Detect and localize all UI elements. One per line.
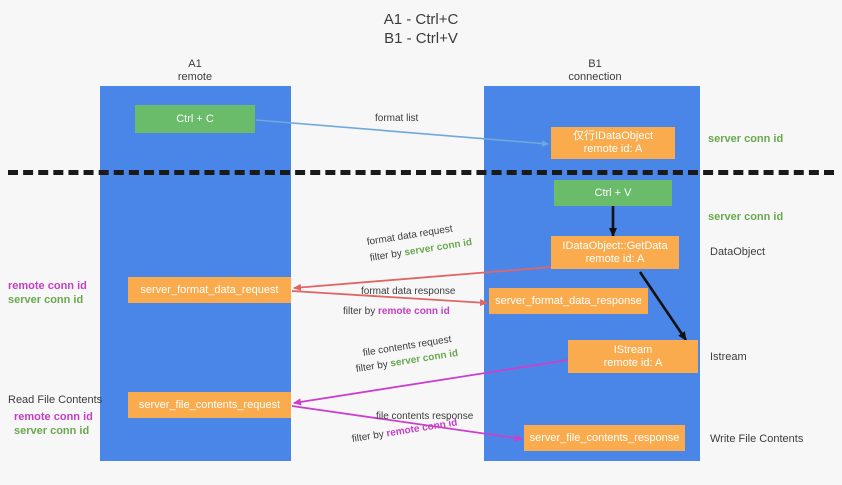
caption-format-data-response-filter: filter by remote conn id	[343, 305, 450, 319]
caption-file-contents-response: file contents response	[376, 411, 474, 422]
box-server-file-contents-request[interactable]: server_file_contents_request	[128, 392, 291, 418]
right-label-dataobject: DataObject	[710, 246, 766, 258]
box-idataobject[interactable]: 仅行IDataObject remote id: A	[551, 127, 675, 159]
left-label-read-file-contents: Read File Contents	[8, 394, 103, 406]
right-label-server-conn-id-2: server conn id	[708, 211, 784, 223]
box-server-format-data-response-label: server_format_data_response	[495, 294, 642, 307]
right-label-istream: Istream	[710, 351, 747, 363]
column-b1-role: connection	[568, 71, 622, 83]
page-title: A1 - Ctrl+C B1 - Ctrl+V	[0, 10, 842, 48]
box-server-format-data-request[interactable]: server_format_data_request	[128, 277, 291, 303]
box-server-format-data-response[interactable]: server_format_data_response	[489, 288, 648, 314]
box-ctrl-v[interactable]: Ctrl + V	[554, 180, 672, 206]
left-label-server-conn-id-2: server conn id	[14, 425, 90, 437]
caption-file-contents-response-filter-prefix: filter by	[351, 428, 388, 445]
box-ctrl-v-label: Ctrl + V	[594, 186, 632, 199]
box-istream-line1: IStream	[613, 343, 653, 356]
left-label-group-file: remote conn id server conn id	[14, 410, 104, 438]
box-getdata-line1: IDataObject::GetData	[562, 239, 668, 252]
left-label-server-conn-id-1: server conn id	[8, 294, 84, 306]
box-istream-line2: remote id: A	[603, 356, 663, 369]
box-server-file-contents-response[interactable]: server_file_contents_response	[524, 425, 685, 451]
title-line-2: B1 - Ctrl+V	[384, 30, 458, 47]
box-idataobject-line1: 仅行IDataObject	[572, 130, 654, 142]
box-istream[interactable]: IStream remote id: A	[568, 340, 698, 373]
box-idataobject-getdata[interactable]: IDataObject::GetData remote id: A	[551, 236, 679, 269]
left-label-remote-conn-id-2: remote conn id	[14, 411, 93, 423]
box-ctrl-c[interactable]: Ctrl + C	[135, 105, 255, 133]
caption-format-data-request-filter-prefix: filter by	[369, 247, 406, 264]
box-server-format-data-request-label: server_format_data_request	[140, 283, 279, 296]
caption-file-contents-request-filter-prefix: filter by	[355, 358, 392, 375]
column-b1-name: B1	[588, 58, 602, 70]
phase-divider	[8, 170, 834, 175]
column-a1-role: remote	[177, 71, 213, 83]
right-label-server-conn-id-1: server conn id	[708, 133, 784, 145]
title-line-1: A1 - Ctrl+C	[383, 11, 459, 28]
box-ctrl-c-label: Ctrl + C	[176, 112, 214, 125]
box-getdata-line2: remote id: A	[585, 252, 645, 265]
column-header-a1: A1 remote	[130, 58, 260, 84]
box-server-file-contents-request-label: server_file_contents_request	[138, 398, 281, 411]
left-label-group-format: remote conn id server conn id	[8, 279, 98, 307]
right-label-write-file-contents: Write File Contents	[710, 433, 804, 445]
box-server-file-contents-response-label: server_file_contents_response	[529, 431, 680, 444]
box-idataobject-line2: remote id: A	[583, 143, 643, 155]
column-a1-name: A1	[188, 58, 202, 70]
caption-format-list: format list	[375, 113, 419, 124]
column-header-b1: B1 connection	[530, 58, 660, 84]
caption-format-data-response-filter-value: remote conn id	[378, 306, 450, 317]
caption-format-data-response-filter-prefix: filter by	[343, 306, 379, 317]
left-label-remote-conn-id-1: remote conn id	[8, 280, 87, 292]
caption-format-data-response: format data response	[361, 286, 456, 297]
